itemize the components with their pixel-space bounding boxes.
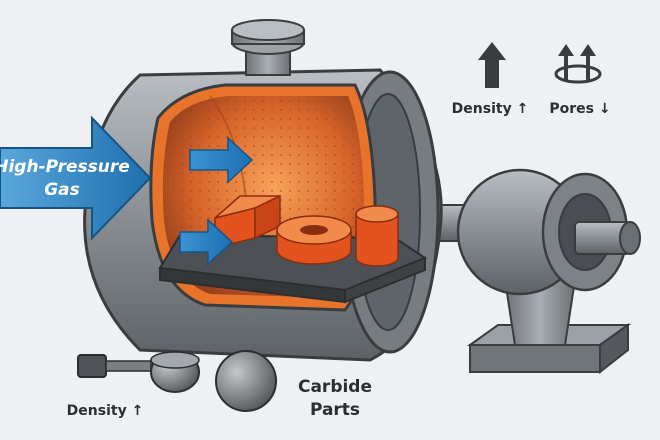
gas-arrow-lower xyxy=(179,218,234,266)
density-up-icon xyxy=(478,42,506,88)
small-press-icon xyxy=(77,351,200,393)
part-block xyxy=(214,194,281,249)
gas-label-line2: Gas xyxy=(44,180,80,200)
gas-label-line1: High-Pressure xyxy=(0,157,130,177)
motor-assembly xyxy=(424,168,641,375)
part-cylinder xyxy=(355,205,399,267)
bottom-density-label: Density ↑ xyxy=(67,403,144,419)
part-ring xyxy=(276,215,352,265)
parts-label-line2: Parts xyxy=(310,400,360,420)
legend-pores-label: Pores ↓ xyxy=(549,101,610,117)
high-pressure-gas-arrow: High-Pressure Gas xyxy=(0,115,152,241)
gas-arrow-upper xyxy=(189,136,254,184)
pores-down-icon xyxy=(554,44,602,84)
carbide-sphere-icon xyxy=(215,350,277,412)
legend-density-label: Density ↑ xyxy=(452,101,529,117)
parts-label-line1: Carbide xyxy=(298,377,372,397)
